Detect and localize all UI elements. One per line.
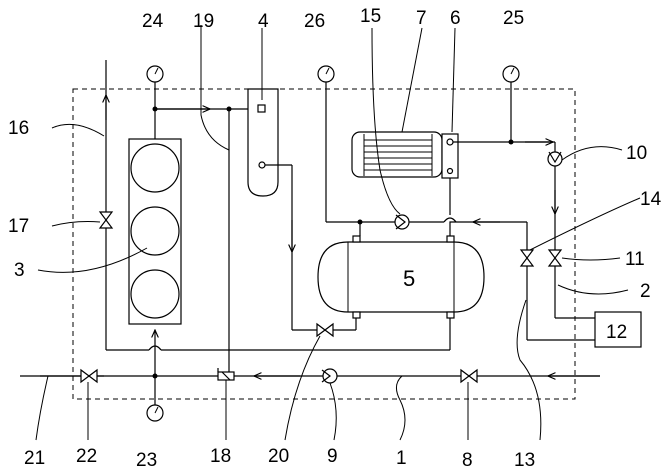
label-26: 26 [304, 11, 325, 32]
gauge-24 [146, 65, 164, 109]
system-boundary [72, 88, 576, 400]
pump-6 [441, 133, 459, 179]
label-23: 23 [136, 450, 157, 471]
leader-lines [35, 25, 641, 441]
label-19: 19 [193, 11, 214, 32]
valve-11 [547, 249, 563, 267]
callout-labels: 24 19 4 26 15 7 6 25 16 17 3 5 10 14 11 … [8, 6, 662, 471]
label-17: 17 [8, 216, 29, 237]
label-14: 14 [640, 189, 662, 210]
label-15: 15 [360, 6, 381, 27]
tank-drain-loop [106, 60, 451, 351]
gauge-25 [502, 65, 520, 142]
label-10: 10 [626, 143, 647, 164]
label-18: 18 [210, 446, 231, 467]
valve-8 [460, 368, 478, 384]
label-2: 2 [640, 281, 651, 302]
label-5: 5 [403, 266, 415, 291]
pump-outlet-pipe [453, 140, 595, 319]
check-valve-15 [394, 214, 410, 230]
label-7: 7 [416, 8, 427, 29]
gauge-23 [146, 373, 164, 422]
label-4: 4 [258, 11, 269, 32]
gauge-26 [317, 65, 335, 83]
label-16: 16 [8, 118, 29, 139]
label-21: 21 [24, 448, 45, 469]
component-12 [594, 311, 642, 348]
check-valve-10 [547, 151, 563, 167]
label-9: 9 [327, 446, 338, 467]
tank-5 [317, 235, 485, 319]
component-18 [217, 368, 235, 381]
stack-outlet-pipe [152, 107, 262, 139]
label-6: 6 [450, 8, 461, 29]
label-25: 25 [503, 8, 524, 29]
valve-20 [316, 322, 334, 338]
label-24: 24 [142, 11, 164, 32]
check-valve-9 [321, 368, 338, 384]
motor-7 [351, 131, 443, 178]
label-3: 3 [14, 260, 25, 281]
label-22: 22 [76, 446, 97, 467]
label-11: 11 [625, 249, 645, 270]
label-20: 20 [268, 446, 289, 467]
label-13: 13 [514, 450, 535, 471]
label-1: 1 [396, 448, 407, 469]
label-8: 8 [462, 450, 473, 471]
tank-to-pump-pipe [443, 178, 595, 341]
valve-14 [519, 249, 535, 267]
separator-4 [247, 88, 279, 197]
accumulator-stack-3 [128, 138, 182, 325]
valve-22 [80, 368, 98, 384]
valve-17 [98, 211, 114, 229]
gauge-26-line [325, 82, 444, 236]
label-12: 12 [606, 322, 627, 343]
